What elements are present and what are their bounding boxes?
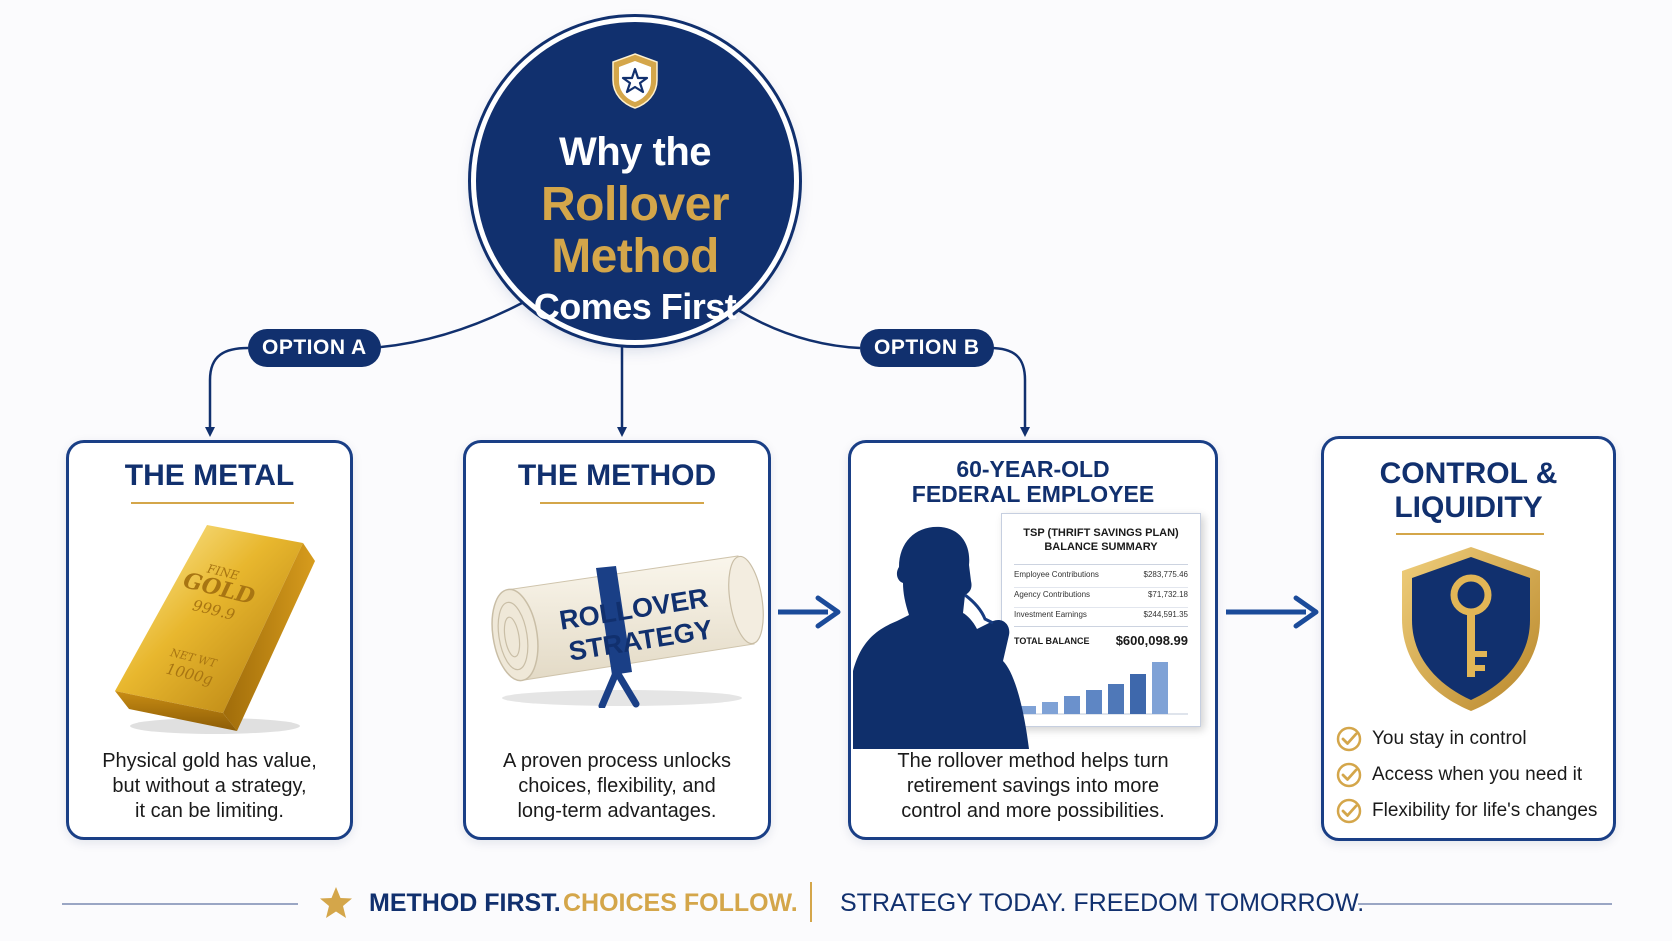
description-line: long-term advantages. bbox=[517, 800, 717, 822]
benefit-item: Access when you need it bbox=[1336, 757, 1597, 793]
check-circle-icon bbox=[1336, 762, 1362, 788]
gold-bar-icon: FINE GOLD 999.9 NET WT 1000g bbox=[115, 525, 315, 734]
connector-hub-to-option-a bbox=[367, 301, 523, 350]
hub-line-1: Why the bbox=[558, 130, 712, 174]
check-circle-icon bbox=[1336, 798, 1362, 824]
tsp-statement: TSP (THRIFT SAVINGS PLAN) BALANCE SUMMAR… bbox=[1001, 513, 1201, 727]
benefit-list: You stay in control Access when you need… bbox=[1336, 721, 1597, 829]
connector-option-b-to-employee bbox=[989, 346, 1030, 437]
title-rule bbox=[540, 502, 704, 504]
card-description: Physical gold has value, but without a s… bbox=[79, 749, 340, 824]
star-icon bbox=[320, 887, 352, 918]
arrow-method-to-employee bbox=[778, 595, 841, 629]
benefit-item: You stay in control bbox=[1336, 721, 1597, 757]
description-line: control and more possibilities. bbox=[901, 800, 1165, 822]
statement-rows: Employee Contributions$283,775.46 Agency… bbox=[1014, 570, 1188, 627]
footer-divider bbox=[810, 882, 812, 922]
check-circle-icon bbox=[1336, 726, 1362, 752]
shield-star-icon bbox=[612, 53, 658, 109]
connector-hub-to-option-b bbox=[737, 308, 861, 350]
card-title-line: CONTROL & bbox=[1379, 457, 1558, 490]
footer-rule-left bbox=[62, 903, 298, 905]
statement-row: Agency Contributions$71,732.18 bbox=[1014, 587, 1188, 607]
statement-total: TOTAL BALANCE $600,098.99 bbox=[1014, 626, 1188, 648]
benefit-text: Access when you need it bbox=[1372, 764, 1583, 785]
option-b-pill: OPTION B bbox=[860, 329, 994, 367]
title-rule bbox=[131, 502, 294, 504]
benefit-item: Flexibility for life's changes bbox=[1336, 793, 1597, 829]
card-title-line: 60-YEAR-OLD bbox=[956, 456, 1110, 482]
hub-line-3: Method bbox=[551, 230, 719, 283]
card-description: A proven process unlocks choices, flexib… bbox=[476, 749, 758, 824]
hub-line-4: Comes First bbox=[533, 286, 737, 327]
description-line: but without a strategy, bbox=[112, 775, 307, 797]
statement-row: Employee Contributions$283,775.46 bbox=[1014, 570, 1188, 579]
card-the-method: THE METHOD ROLLOVER STRATEGY A proven pr… bbox=[463, 440, 771, 840]
footer-method-first: METHOD FIRST. bbox=[369, 889, 561, 917]
description-line: choices, flexibility, and bbox=[518, 775, 716, 797]
hub-circle: Why the Rollover Method Comes First bbox=[476, 22, 794, 340]
card-title: THE METHOD bbox=[517, 459, 717, 492]
hub-line-2: Rollover bbox=[540, 178, 730, 231]
card-title-line: FEDERAL EMPLOYEE bbox=[911, 481, 1155, 507]
benefit-text: You stay in control bbox=[1372, 728, 1527, 749]
title-rule bbox=[1396, 533, 1544, 535]
card-description: The rollover method helps turn retiremen… bbox=[861, 749, 1205, 824]
card-title: CONTROL & LIQUIDITY bbox=[1324, 457, 1613, 525]
card-title: 60-YEAR-OLD FEDERAL EMPLOYEE bbox=[851, 457, 1215, 507]
footer-choices-follow: CHOICES FOLLOW. bbox=[563, 889, 798, 917]
arrow-employee-to-control bbox=[1226, 595, 1319, 629]
connector-option-a-to-metal bbox=[205, 346, 249, 437]
footer-tagline: STRATEGY TODAY. FREEDOM TOMORROW. bbox=[840, 889, 1365, 917]
scroll-icon: ROLLOVER STRATEGY bbox=[491, 555, 764, 708]
balance-bar-chart-icon bbox=[1016, 662, 1188, 715]
description-line: Physical gold has value, bbox=[102, 750, 317, 772]
statement-heading: TSP (THRIFT SAVINGS PLAN) BALANCE SUMMAR… bbox=[1023, 527, 1179, 553]
card-control-liquidity: CONTROL & LIQUIDITY You stay in control … bbox=[1321, 436, 1616, 841]
key-shield-icon bbox=[1402, 547, 1540, 711]
description-line: it can be limiting. bbox=[135, 800, 284, 822]
description-line: retirement savings into more bbox=[906, 775, 1160, 797]
benefit-text: Flexibility for life's changes bbox=[1372, 800, 1598, 821]
card-the-metal: THE METAL FINE GOLD 999.9 NET bbox=[66, 440, 353, 840]
option-a-pill: OPTION A bbox=[248, 329, 381, 367]
person-silhouette-icon bbox=[853, 526, 1029, 749]
card-title-line: LIQUIDITY bbox=[1394, 491, 1543, 524]
footer-rule-right bbox=[1358, 903, 1612, 905]
description-line: A proven process unlocks bbox=[503, 750, 731, 772]
card-federal-employee: 60-YEAR-OLD FEDERAL EMPLOYEE TSP (THRIFT… bbox=[848, 440, 1218, 840]
card-title: THE METAL bbox=[124, 459, 295, 492]
description-line: The rollover method helps turn bbox=[897, 750, 1169, 772]
statement-row: Investment Earnings$244,591.35 bbox=[1014, 607, 1188, 627]
